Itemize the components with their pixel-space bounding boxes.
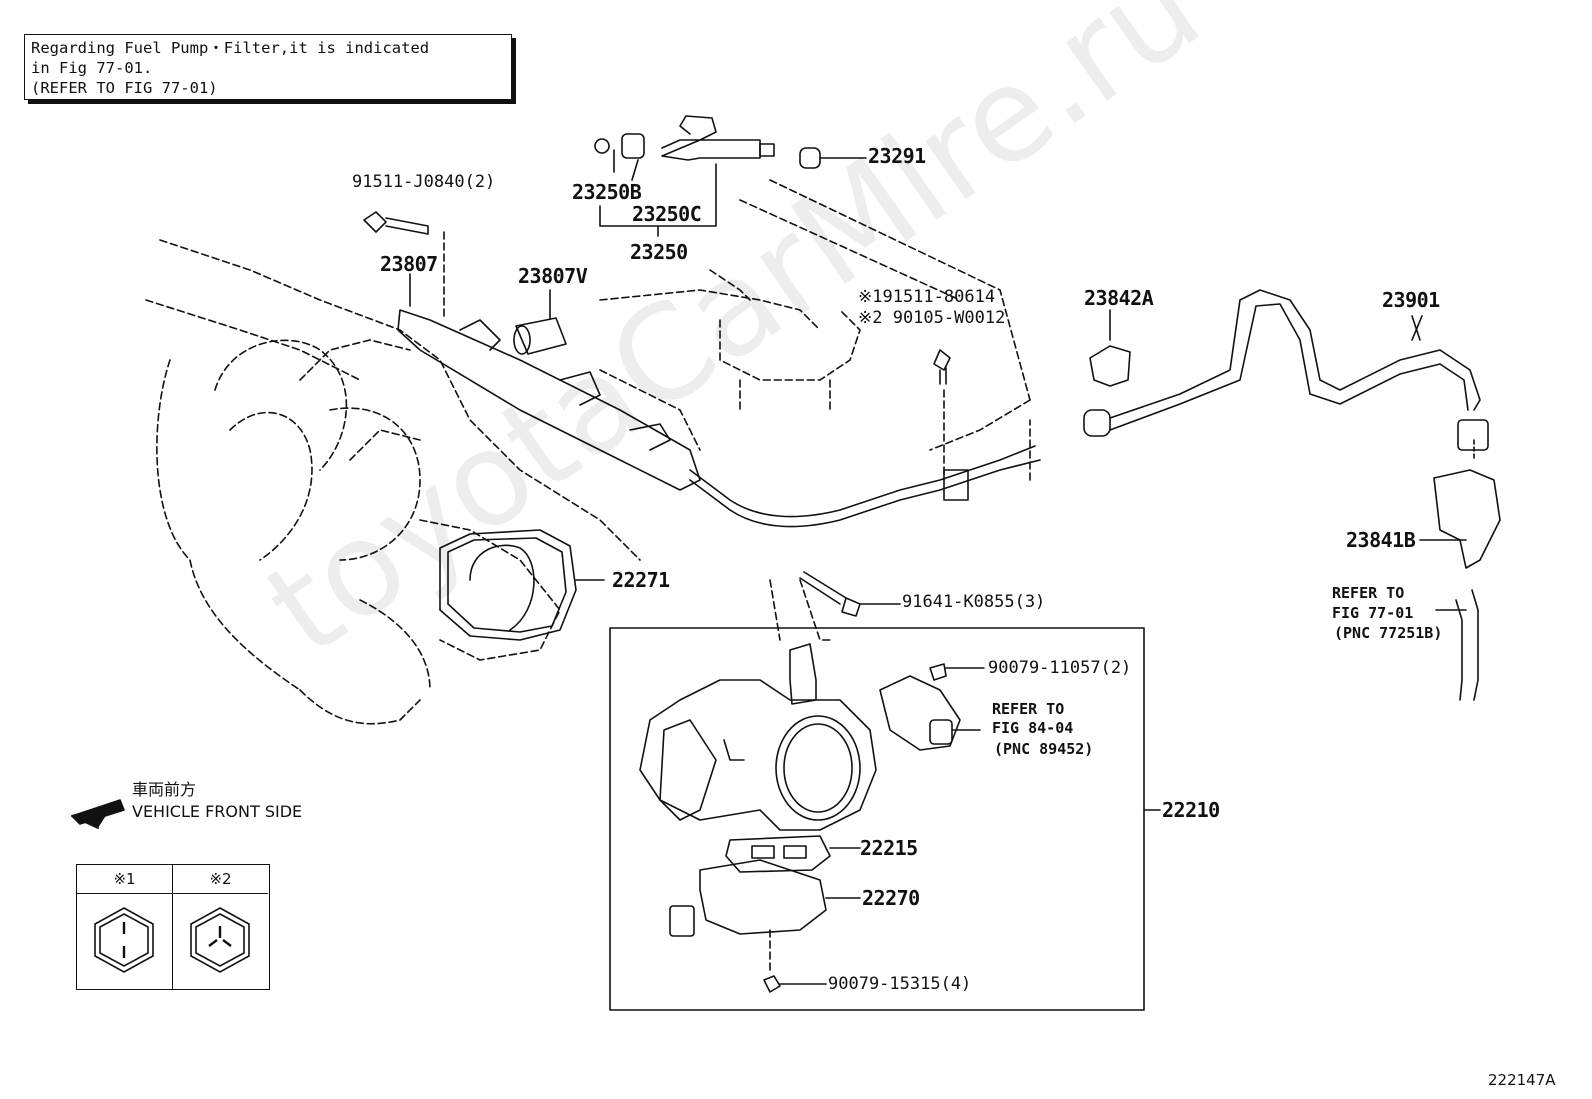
vehicle-front-arrow — [71, 799, 125, 829]
part-label-23842a: 23842A — [1084, 286, 1154, 310]
screw-90079-15315 — [763, 975, 827, 993]
throttle-body — [639, 579, 877, 831]
legend-cell-2 — [173, 894, 268, 989]
direction-label-en: VEHICLE FRONT SIDE — [132, 802, 303, 821]
part-label-22215: 22215 — [860, 836, 918, 860]
injector-body — [661, 115, 761, 161]
legend-header-2: ※2 — [173, 865, 268, 894]
bolt-91511-j0840 — [363, 211, 445, 321]
part-label-91641-k0855: 91641-K0855(3) — [902, 592, 1046, 612]
part-label-23250: 23250 — [630, 240, 688, 264]
hex-bolt-mark-2-icon — [190, 907, 250, 973]
bolt-head-legend: ※1 ※2 — [76, 864, 270, 990]
ref-fig-84-04-line1: REFER TO — [992, 700, 1065, 718]
throttle-position-sensor — [879, 663, 985, 751]
isc-valve-22270 — [669, 859, 861, 971]
throttle-body-frame — [609, 627, 1145, 1011]
bolt-91641-k0855 — [799, 571, 901, 617]
gasket-22271 — [439, 529, 605, 641]
hose-clamp-23841b — [1419, 469, 1501, 569]
engine-cover-outline — [599, 179, 1031, 481]
note-line-1: Regarding Fuel Pump・Filter,it is indicat… — [31, 39, 430, 57]
hose-clamp-23842a — [1089, 309, 1131, 387]
insulator-23250c — [621, 133, 645, 159]
direction-label-jp: 車両前方 — [132, 780, 197, 799]
intake-manifold-outline — [145, 239, 641, 725]
fuel-injector — [594, 115, 867, 237]
part-label-23841b: 23841B — [1346, 528, 1416, 552]
part-label-91511-j0840: 91511-J0840(2) — [352, 172, 496, 192]
legend-header-1: ※1 — [77, 865, 173, 894]
part-label-90079-15315: 90079-15315(4) — [828, 974, 972, 994]
return-pipe — [1435, 589, 1479, 701]
legend-cell-1 — [77, 894, 173, 989]
grommet-23291 — [799, 147, 821, 169]
o-ring-23250b — [594, 138, 610, 154]
ref-fig-77-01-line3: (PNC 77251B) — [1334, 624, 1443, 642]
part-label-90105-w0012: ※2 90105-W0012 — [858, 308, 1006, 328]
ref-fig-84-04-line3: (PNC 89452) — [994, 740, 1094, 758]
part-label-23901: 23901 — [1382, 288, 1440, 312]
part-label-91511-80614: ※191511-80614 — [858, 287, 996, 307]
pipe-clamp — [943, 469, 969, 501]
part-label-23250c: 23250C — [632, 202, 702, 226]
hex-bolt-mark-1-icon — [94, 907, 154, 973]
part-label-90079-11057: 90079-11057(2) — [988, 658, 1132, 678]
part-label-23807v: 23807V — [518, 264, 588, 288]
part-label-23807: 23807 — [380, 252, 438, 276]
note-line-3: (REFER TO FIG 77-01) — [31, 79, 218, 97]
part-label-22271: 22271 — [612, 568, 670, 592]
gasket-22215 — [725, 835, 861, 873]
bolt-91511-80614 — [933, 349, 951, 481]
part-label-22270: 22270 — [862, 886, 920, 910]
ref-fig-77-01-line1: REFER TO — [1332, 584, 1405, 602]
note-line-2: in Fig 77-01. — [31, 59, 153, 77]
ref-fig-84-04-line2: FIG 84-04 — [992, 719, 1074, 737]
leader-lines — [409, 273, 1423, 341]
fuel-hose — [1083, 289, 1489, 461]
note-box: Regarding Fuel Pump・Filter,it is indicat… — [24, 34, 512, 100]
part-label-23250b: 23250B — [572, 180, 642, 204]
figure-code: 222147A — [1488, 1071, 1556, 1089]
part-label-23291: 23291 — [868, 144, 926, 168]
fuel-delivery-pipe — [397, 309, 1041, 528]
part-label-22210: 22210 — [1162, 798, 1220, 822]
pulsation-damper — [513, 289, 567, 355]
ref-fig-77-01-line2: FIG 77-01 — [1332, 604, 1414, 622]
